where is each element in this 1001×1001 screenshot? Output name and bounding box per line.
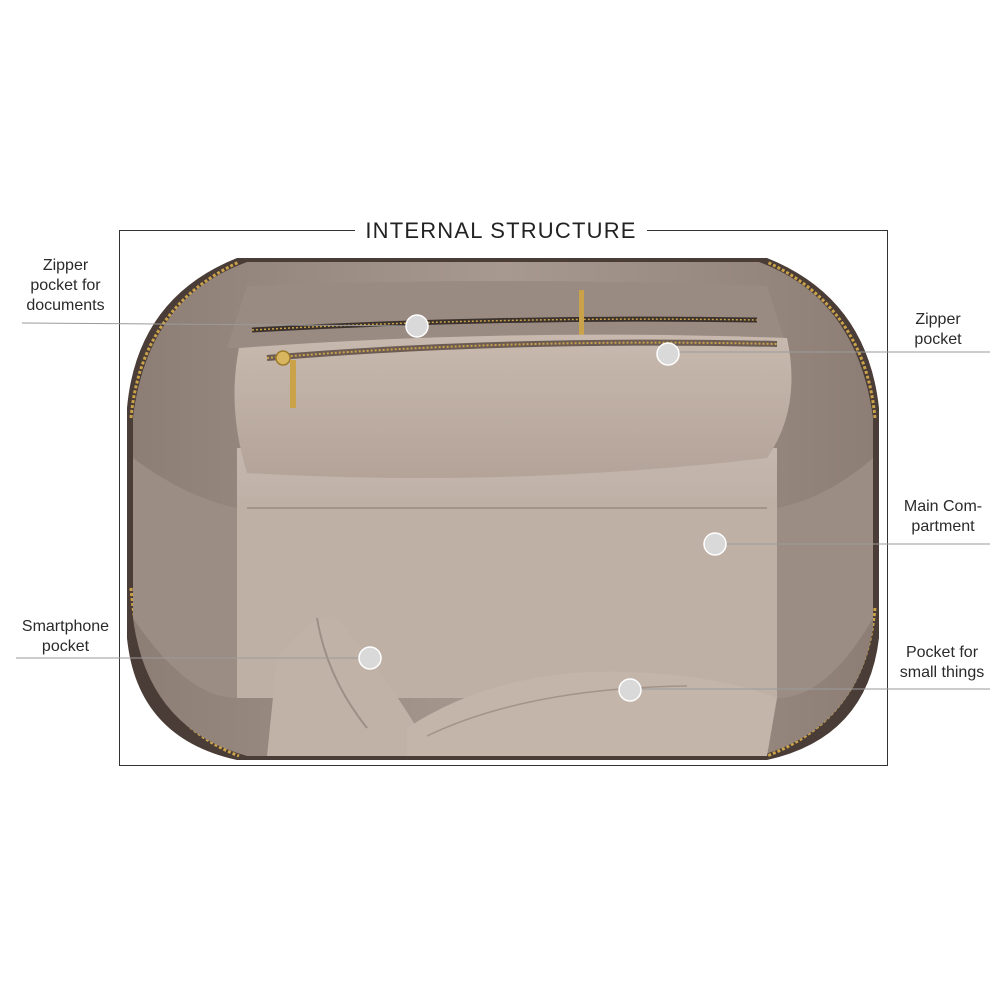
label-main-compartment: Main Com- partment	[903, 498, 983, 535]
label-pocket-small-things: Pocket for small things	[899, 644, 985, 681]
page-title: INTERNAL STRUCTURE	[365, 218, 637, 243]
label-zipper-pocket-documents: Zipper pocket for documents	[26, 257, 105, 314]
bag-interior-photo	[127, 258, 879, 760]
label-smartphone-pocket: Smartphone pocket	[21, 618, 110, 655]
title-container: INTERNAL STRUCTURE	[355, 214, 647, 248]
label-zipper-pocket: Zipper pocket	[914, 311, 962, 348]
